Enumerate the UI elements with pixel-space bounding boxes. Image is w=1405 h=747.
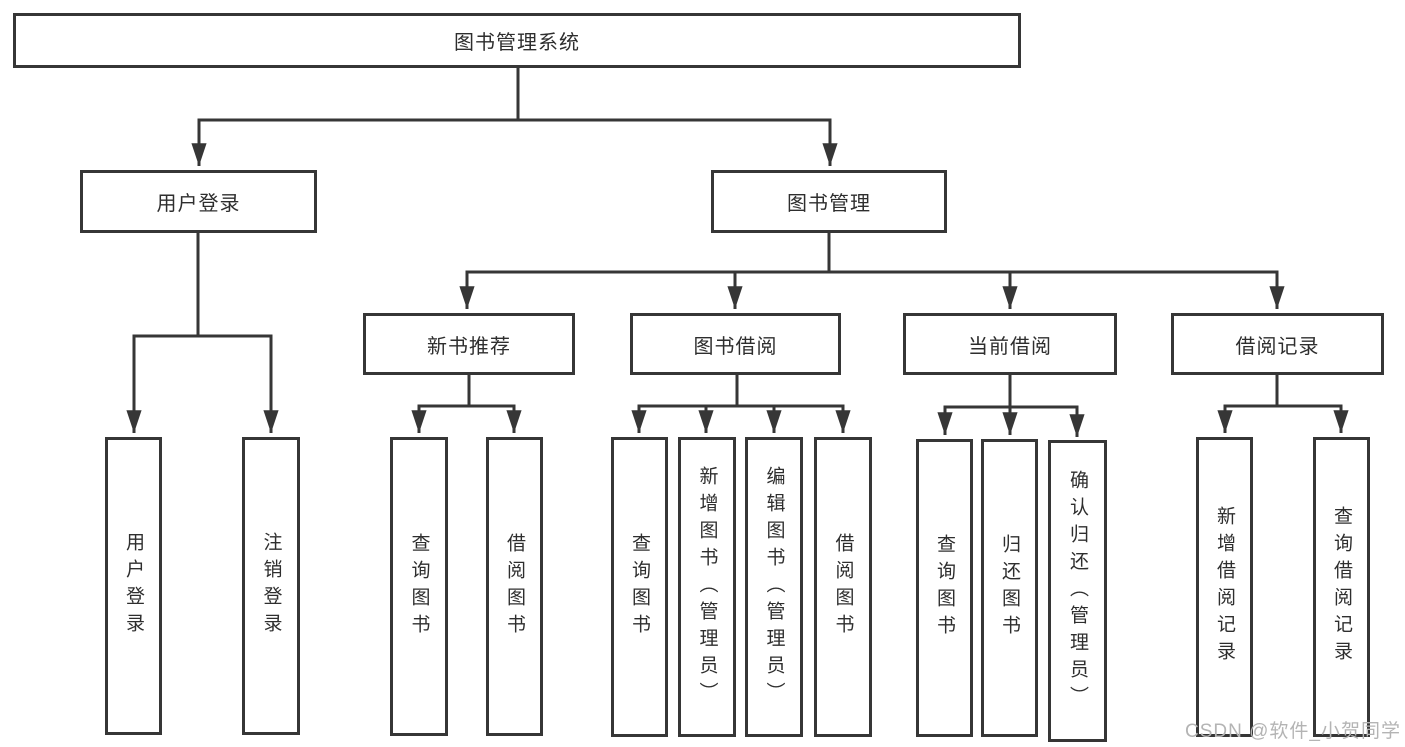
node-new-book-recommendation: 新书推荐 bbox=[363, 313, 575, 375]
node-user-login: 用户登录 bbox=[80, 170, 317, 233]
node-leaf-cb-confirm-return-admin: 确认归还（管理员） bbox=[1048, 440, 1107, 742]
node-library-system: 图书管理系统 bbox=[13, 13, 1021, 68]
node-leaf-bb-edit-book-admin: 编辑图书（管理员） bbox=[745, 437, 803, 737]
node-leaf-user-login: 用户登录 bbox=[105, 437, 162, 735]
node-current-borrowing: 当前借阅 bbox=[903, 313, 1117, 375]
node-borrowing-records: 借阅记录 bbox=[1171, 313, 1384, 375]
node-leaf-br-query-record: 查询借阅记录 bbox=[1313, 437, 1370, 737]
node-leaf-logout: 注销登录 bbox=[242, 437, 300, 735]
node-leaf-cb-return-book: 归还图书 bbox=[981, 439, 1038, 737]
node-leaf-br-add-record: 新增借阅记录 bbox=[1196, 437, 1253, 737]
node-leaf-cb-query-book: 查询图书 bbox=[916, 439, 973, 737]
node-book-borrowing: 图书借阅 bbox=[630, 313, 841, 375]
node-leaf-bb-borrow-book: 借阅图书 bbox=[814, 437, 872, 737]
node-leaf-bb-add-book-admin: 新增图书（管理员） bbox=[678, 437, 736, 737]
node-leaf-nb-query-book: 查询图书 bbox=[390, 437, 448, 736]
node-leaf-bb-query-book: 查询图书 bbox=[611, 437, 668, 737]
node-leaf-nb-borrow-book: 借阅图书 bbox=[486, 437, 543, 736]
node-book-management: 图书管理 bbox=[711, 170, 947, 233]
watermark-text: CSDN @软件_小贺同学 bbox=[1185, 721, 1401, 742]
